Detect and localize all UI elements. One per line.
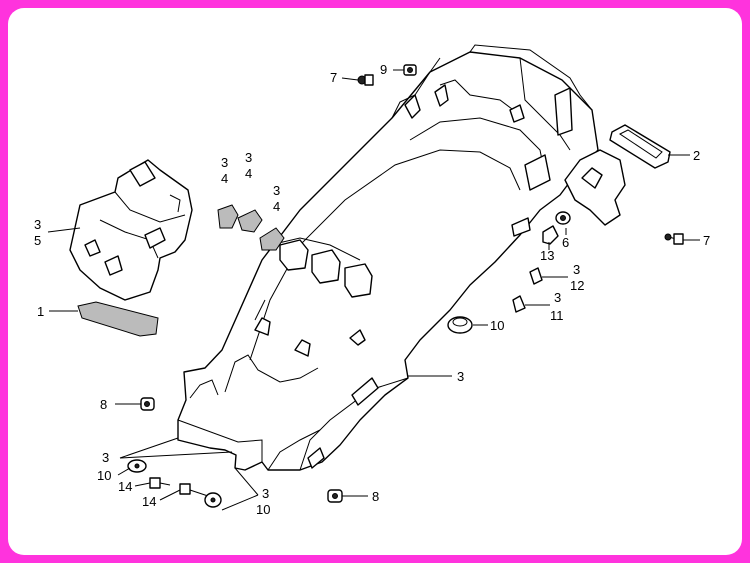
callout-3-body: 3 (457, 369, 464, 384)
clip-12 (529, 267, 543, 285)
callout-2: 2 (693, 148, 700, 163)
callout-3-right-12: 3 (573, 262, 580, 277)
callout-13: 13 (540, 248, 554, 263)
inner-fender-part-5 (69, 159, 193, 301)
callout-10-grommet: 10 (490, 318, 504, 333)
bolt-14a (149, 477, 171, 489)
nut-8b (327, 489, 343, 503)
washer-10c (204, 492, 222, 508)
grommet-6 (555, 211, 571, 225)
callout-9: 9 (380, 62, 387, 77)
pad-4b (237, 209, 263, 233)
leader-lines (47, 57, 700, 511)
bolt-7b (664, 233, 684, 245)
bolt-7a (357, 74, 374, 86)
callout-6: 6 (562, 235, 569, 250)
washer-10b (127, 459, 147, 473)
bolt-14b (179, 483, 209, 497)
plate-part-2 (609, 124, 671, 169)
clip-11 (512, 295, 526, 313)
nut-8a (140, 397, 155, 411)
grommet-10a (447, 316, 473, 334)
callout-5: 5 (34, 233, 41, 248)
clip-13 (542, 225, 559, 245)
pad-4a (217, 204, 239, 229)
callout-10-washer-right: 10 (256, 502, 270, 517)
callout-3-left-upper: 3 (34, 217, 41, 232)
callout-14-upper: 14 (118, 479, 132, 494)
rear-fender (177, 44, 626, 471)
callout-3-right-11: 3 (554, 290, 561, 305)
callout-4-pad-c: 4 (273, 199, 280, 214)
callout-1: 1 (37, 304, 44, 319)
callout-3-pad-c: 3 (273, 183, 280, 198)
callout-4-pad-a: 4 (221, 171, 228, 186)
callout-7-right: 7 (703, 233, 710, 248)
callout-3-lower-left: 3 (102, 450, 109, 465)
pad-4c (259, 227, 285, 251)
callout-12: 12 (570, 278, 584, 293)
pad-part-1 (77, 301, 159, 337)
callout-3-lower-right: 3 (262, 486, 269, 501)
callout-3-pad-b: 3 (245, 150, 252, 165)
callout-7-top: 7 (330, 70, 337, 85)
callout-8-left: 8 (100, 397, 107, 412)
callout-10-washer-left: 10 (97, 468, 111, 483)
callout-8-bottom: 8 (372, 489, 379, 504)
nut-9 (403, 64, 417, 76)
callout-4-pad-b: 4 (245, 166, 252, 181)
callout-11: 11 (550, 308, 564, 323)
callout-14-lower: 14 (142, 494, 156, 509)
callout-3-pad-a: 3 (221, 155, 228, 170)
